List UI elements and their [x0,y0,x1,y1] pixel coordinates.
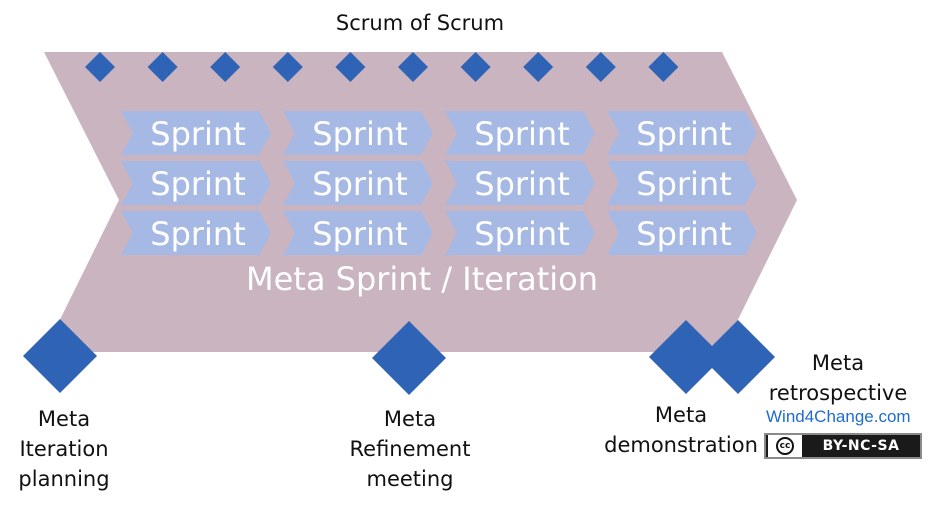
sprint-box: Sprint [445,211,595,255]
sprint-box: Sprint [607,161,757,205]
scrum-of-scrum-label: Scrum of Scrum [335,11,505,35]
meta-retrospective-label: Meta retrospective [768,351,908,405]
sprint-chevron [283,111,433,155]
sprint-label: Sprint [312,215,408,253]
meta-demonstration-label: Meta demonstration [604,403,758,457]
cc-license-badge[interactable]: cc BY-NC-SA [764,433,922,459]
sprint-label: Sprint [150,165,246,203]
sprint-label: Sprint [474,115,570,153]
sprint-chevron [607,111,757,155]
scrum-of-scrum-diamond [335,52,366,82]
sprint-box: Sprint [607,111,757,155]
sprint-chevron [445,211,595,255]
sprint-label: Sprint [150,115,246,153]
meta-event-diamonds [23,319,775,395]
sprint-chevron [607,211,757,255]
sprint-label: Sprint [150,215,246,253]
sprint-box: Sprint [445,111,595,155]
sprint-label: Sprint [636,165,732,203]
scrum-of-scrum-diamond [272,52,303,82]
sprint-chevron [445,111,595,155]
scrum-of-scrum-diamonds [85,52,679,82]
sprint-box: Sprint [121,111,271,155]
meta-refinement-diamond [372,321,446,395]
cc-icon-text: cc [776,437,794,455]
meta-iteration-planning-label: Meta Iteration planning [18,407,110,491]
scrum-of-scrum-diamond [147,52,178,82]
cc-icon: cc [768,435,802,457]
sprint-box: Sprint [121,211,271,255]
sprint-chevron [283,211,433,255]
sprint-chevron [121,211,271,255]
sprint-label: Sprint [312,115,408,153]
scrum-of-scrum-diamond [460,52,491,82]
sprint-box: Sprint [283,161,433,205]
wind4change-link[interactable]: Wind4Change.com [766,407,911,426]
sprint-chevron [121,161,271,205]
sprint-label: Sprint [474,165,570,203]
scrum-of-scrum-diamond [210,52,241,82]
sprint-label: Sprint [636,115,732,153]
scrum-of-scrum-diamond [585,52,616,82]
sprint-label: Sprint [312,165,408,203]
sprint-box: Sprint [121,161,271,205]
sprint-chevron [445,161,595,205]
sprint-box: Sprint [445,161,595,205]
meta-retrospective-diamond [701,320,775,394]
license-label: BY-NC-SA [822,438,900,454]
scrum-of-scrum-diamond [523,52,554,82]
sprint-box: Sprint [607,211,757,255]
sprint-chevron [607,161,757,205]
meta-iteration-planning-diamond [23,319,97,393]
meta-demonstration-diamond [649,320,723,394]
scrum-of-scrum-diamond [398,52,428,82]
sprint-chevron [121,111,271,155]
sprint-chevron [283,161,433,205]
sprint-label: Sprint [474,215,570,253]
sprint-box: Sprint [283,111,433,155]
meta-refinement-meeting-label: Meta Refinement meeting [349,407,471,491]
scrum-of-scrum-diamond [85,52,115,82]
meta-sprint-label: Meta Sprint / Iteration [246,260,598,298]
scrum-of-scrum-diamond [648,52,679,82]
sprint-label: Sprint [636,215,732,253]
sprint-box: Sprint [283,211,433,255]
